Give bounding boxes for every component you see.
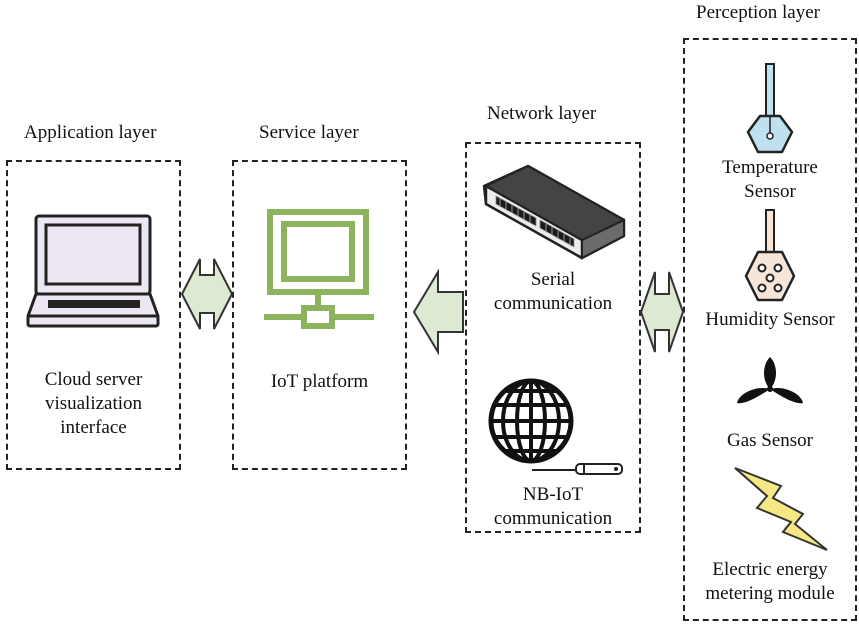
application-service-double-arrow [180,258,234,330]
temperature-sensor-icon [746,63,794,154]
lightning-bolt-icon [734,467,828,551]
serial-communication-caption: Serial communication [465,268,641,316]
serial-caption-line-2: communication [493,293,613,314]
nbiot-communication-caption: NB-IoT communication [465,483,641,531]
application-caption: Cloud server visualization interface [6,368,181,440]
network-layer-title: Network layer [487,103,597,124]
humidity-sensor-caption: Humidity Sensor [705,309,835,330]
application-caption-line-3: interface [60,417,127,438]
gas-sensor-caption: Gas Sensor [726,430,814,451]
gas-sensor-fan-icon [737,357,803,404]
antenna-icon [532,463,623,475]
application-caption-line-2: visualization [44,393,143,414]
energy-caption-line-1: Electric energy [712,559,828,580]
laptop-icon [26,214,160,328]
iot-platform-monitor-icon [264,209,374,329]
serial-caption-line-1: Serial [530,269,576,290]
temperature-caption-line-2: Sensor [744,181,796,202]
energy-caption-line-2: metering module [705,583,835,604]
network-switch-icon [482,164,626,260]
temperature-sensor-caption: Temperature Sensor [683,156,857,204]
network-layer-box [465,142,641,533]
globe-icon [488,378,574,464]
perception-layer-box [683,38,857,621]
humidity-sensor-icon [744,209,796,302]
network-perception-double-arrow [639,271,685,353]
application-layer-title: Application layer [24,122,157,143]
temperature-caption-line-1: Temperature [722,157,818,178]
nbiot-caption-line-1: NB-IoT [522,484,584,505]
energy-meter-caption: Electric energy metering module [683,558,857,606]
nbiot-caption-line-2: communication [493,508,613,529]
perception-layer-title: Perception layer [696,2,820,23]
application-layer-box [6,160,181,470]
service-layer-title: Service layer [259,122,359,143]
application-caption-line-1: Cloud server [44,369,143,390]
network-to-service-arrow [412,268,464,356]
service-layer-box [232,160,407,470]
iot-platform-caption: IoT platform [270,371,369,392]
